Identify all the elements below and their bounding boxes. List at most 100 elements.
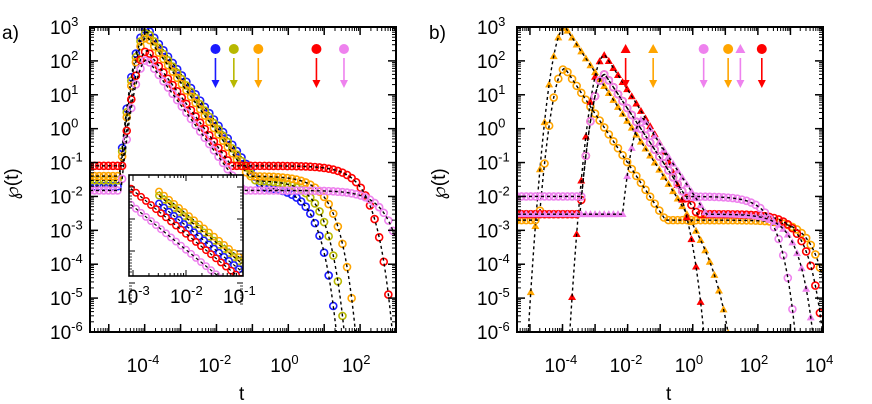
data-point	[163, 60, 173, 70]
data-point	[811, 250, 820, 259]
data-point	[650, 145, 660, 154]
data-point	[205, 139, 214, 149]
data-point	[742, 196, 751, 206]
data-point	[590, 91, 600, 101]
data-point	[613, 89, 623, 99]
y-tick-label: 10-2	[477, 183, 510, 208]
x-tick-label: 102	[740, 352, 768, 377]
data-point	[145, 35, 154, 45]
data-point	[172, 221, 180, 230]
data-point	[654, 152, 664, 161]
data-point	[654, 206, 664, 215]
data-point	[650, 158, 659, 166]
inset-x-tick-label: 10-2	[170, 283, 203, 308]
data-point	[370, 214, 379, 224]
data-point	[117, 161, 127, 171]
fit-curve	[517, 67, 823, 280]
data-point	[200, 124, 210, 134]
data-point	[563, 192, 572, 201]
data-point	[696, 297, 705, 305]
data-point	[568, 33, 577, 41]
data-point	[682, 192, 692, 201]
data-point	[531, 221, 540, 229]
data-point	[591, 68, 600, 76]
y-tick-label: 10-3	[50, 217, 83, 242]
data-point	[545, 80, 554, 88]
data-point	[90, 186, 95, 195]
data-point	[230, 249, 238, 258]
data-point	[160, 191, 168, 200]
data-point	[287, 161, 297, 171]
data-point	[207, 250, 215, 259]
data-point	[586, 116, 595, 126]
y-tick-label: 100	[50, 116, 78, 141]
data-point	[668, 172, 678, 182]
x-tick-label: 10-4	[127, 352, 160, 377]
data-point	[338, 168, 347, 177]
arrowhead-icon	[339, 80, 348, 88]
data-point	[197, 242, 205, 250]
data-point	[202, 262, 210, 271]
data-point	[182, 245, 190, 254]
data-point	[230, 253, 238, 262]
data-point	[172, 73, 182, 83]
data-point	[180, 208, 188, 217]
data-point	[157, 209, 165, 218]
x-tick-label: 10-2	[198, 352, 231, 377]
data-point	[801, 247, 811, 256]
arrowhead-icon	[736, 80, 745, 88]
data-point	[567, 192, 577, 201]
data-point	[604, 130, 614, 139]
data-point	[296, 197, 306, 206]
data-point	[554, 33, 563, 41]
x-axis-label: t	[239, 384, 245, 404]
data-point	[182, 99, 191, 109]
data-point	[264, 161, 274, 171]
data-point	[147, 217, 155, 225]
data-point	[200, 228, 208, 237]
data-point	[310, 199, 320, 208]
legend-marker-triangle	[735, 44, 746, 53]
data-point	[255, 172, 265, 181]
inset-plot	[129, 184, 243, 276]
data-point	[223, 137, 232, 147]
data-point	[187, 249, 195, 258]
data-point	[623, 85, 632, 93]
data-point	[195, 100, 205, 109]
data-point	[260, 186, 269, 195]
data-point	[668, 215, 678, 225]
data-point	[374, 232, 384, 242]
data-point	[180, 212, 188, 221]
legend-marker-circle	[253, 44, 264, 54]
data-point	[195, 220, 203, 229]
data-point	[145, 58, 154, 67]
data-point	[137, 208, 145, 217]
data-point	[117, 152, 127, 161]
data-point	[622, 157, 632, 167]
data-point	[223, 164, 232, 174]
data-point	[319, 248, 329, 258]
arrowhead-icon	[649, 80, 658, 88]
data-point	[338, 187, 347, 197]
data-point	[168, 89, 177, 99]
data-point	[301, 186, 311, 195]
inset-x-tick-label: 10-1	[223, 283, 256, 308]
data-point	[155, 191, 163, 200]
data-point	[664, 179, 673, 187]
data-point	[187, 233, 195, 242]
data-point	[200, 224, 208, 233]
data-point	[664, 152, 673, 160]
data-point	[209, 118, 219, 128]
arrowhead-icon	[254, 80, 263, 88]
x-tick-label: 100	[270, 352, 298, 377]
data-point	[191, 120, 200, 130]
data-point	[622, 103, 632, 113]
data-point	[210, 236, 218, 245]
data-point	[333, 166, 343, 176]
legend-marker-triangle	[648, 44, 659, 53]
data-point	[306, 209, 315, 219]
data-point	[246, 161, 255, 171]
y-tick-label: 101	[477, 82, 505, 107]
data-point	[205, 232, 213, 241]
data-point	[159, 54, 168, 64]
